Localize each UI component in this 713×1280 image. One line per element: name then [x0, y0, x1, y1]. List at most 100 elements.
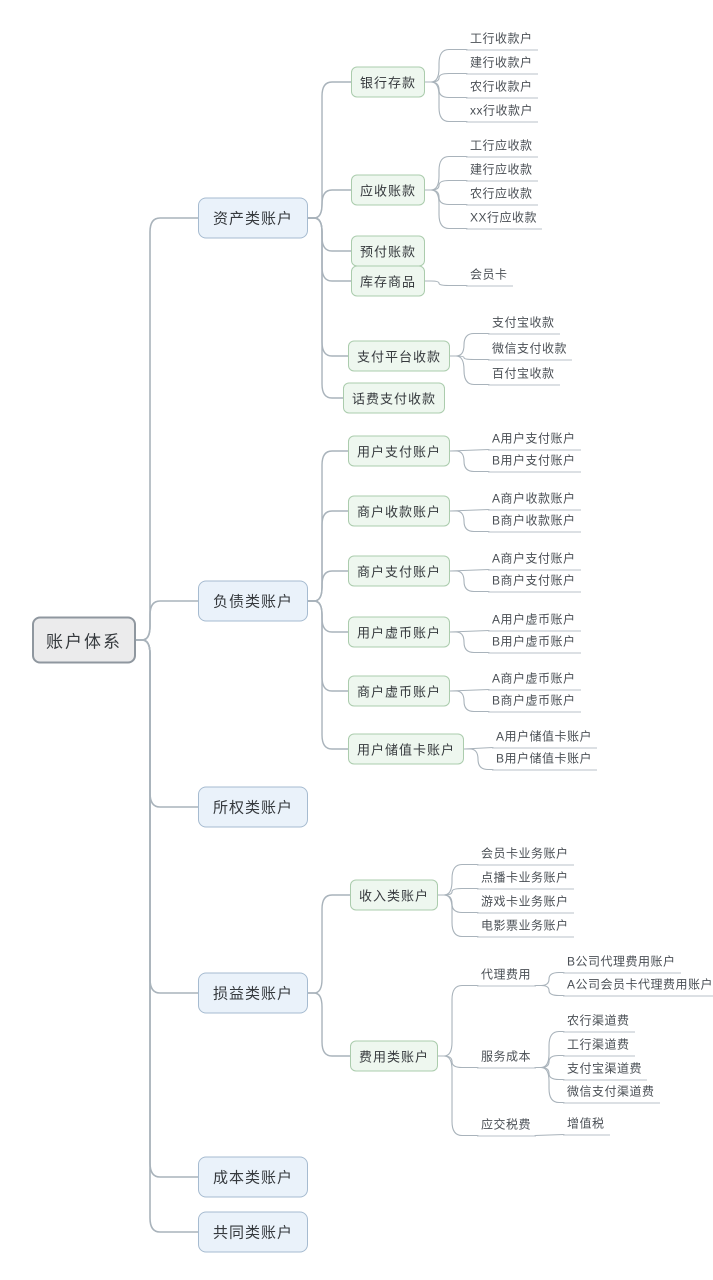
node-merchant-recv-a[interactable]: A商户收款账户 [488, 490, 581, 511]
node-user-virtual-b[interactable]: B用户虚币账户 [488, 633, 581, 654]
node-liabilities[interactable]: 负债类账户 [197, 580, 309, 622]
node-agency-fee[interactable]: 代理费用 [477, 966, 537, 987]
connector [307, 217, 349, 357]
node-user-stored[interactable]: 用户储值卡账户 [347, 733, 465, 765]
node-vat[interactable]: 增值税 [563, 1115, 610, 1136]
node-user-virtual-a[interactable]: A用户虚币账户 [488, 611, 581, 632]
node-cost[interactable]: 成本类账户 [197, 1156, 309, 1198]
node-merchant-virtual-a[interactable]: A商户虚币账户 [488, 670, 581, 691]
node-pnl[interactable]: 损益类账户 [197, 972, 309, 1014]
node-merchant-recv-b[interactable]: B商户收款账户 [488, 512, 581, 533]
node-merchant-virtual-b[interactable]: B商户虚币账户 [488, 692, 581, 713]
connector [534, 1133, 565, 1137]
node-agency-b[interactable]: B公司代理费用账户 [563, 953, 681, 974]
node-merchant-pay-a[interactable]: A商户支付账户 [488, 550, 581, 571]
node-xx-receivable[interactable]: XX行应收款 [466, 209, 543, 230]
connector [449, 510, 490, 533]
connector [135, 217, 199, 641]
node-xx-collection[interactable]: xx行收款户 [466, 102, 539, 123]
node-equity[interactable]: 所权类账户 [197, 786, 309, 828]
node-agency-a[interactable]: A公司会员卡代理费用账户 [563, 976, 713, 997]
connector [437, 894, 479, 914]
connector [135, 600, 199, 641]
node-service-cost[interactable]: 服务成本 [477, 1048, 537, 1069]
node-ccb-collection[interactable]: 建行收款户 [466, 54, 538, 75]
node-wechat-channel[interactable]: 微信支付渠道费 [563, 1083, 660, 1104]
connector [449, 332, 490, 357]
connector [534, 971, 565, 987]
connector [449, 631, 490, 654]
node-abc-collection[interactable]: 农行收款户 [466, 78, 538, 99]
connector [437, 887, 479, 896]
connector [449, 450, 490, 473]
node-merchant-recv[interactable]: 商户收款账户 [347, 495, 451, 527]
node-user-pay-b[interactable]: B用户支付账户 [488, 452, 581, 473]
node-user-stored-b[interactable]: B用户储值卡账户 [492, 750, 598, 771]
connector [307, 600, 349, 633]
node-merchant-pay[interactable]: 商户支付账户 [347, 555, 451, 587]
connector [307, 450, 349, 602]
node-user-stored-a[interactable]: A用户储值卡账户 [492, 728, 598, 749]
node-alipay-channel[interactable]: 支付宝渠道费 [563, 1060, 648, 1081]
connector [424, 155, 468, 191]
node-abc-receivable[interactable]: 农行应收款 [466, 185, 538, 206]
node-assets[interactable]: 资产类账户 [197, 197, 309, 239]
connector [449, 690, 490, 713]
connector [135, 639, 199, 1233]
connector [135, 639, 199, 808]
node-baifubao-collection[interactable]: 百付宝收款 [488, 365, 560, 386]
node-abc-channel[interactable]: 农行渠道费 [563, 1012, 635, 1033]
node-member-card[interactable]: 会员卡 [466, 266, 513, 287]
node-prepaid[interactable]: 预付账款 [350, 235, 426, 267]
node-platform-collection[interactable]: 支付平台收款 [347, 340, 451, 372]
node-member-card-biz[interactable]: 会员卡业务账户 [477, 845, 574, 866]
connector [424, 81, 468, 99]
node-bank-deposit[interactable]: 银行存款 [350, 66, 426, 98]
connector [307, 600, 349, 692]
connector [307, 600, 349, 750]
connector [424, 189, 468, 230]
node-wechat-collection[interactable]: 微信支付收款 [488, 340, 573, 361]
node-movie-ticket-biz[interactable]: 电影票业务账户 [477, 917, 574, 938]
connector [437, 894, 479, 938]
connector [534, 984, 565, 997]
node-user-pay[interactable]: 用户支付账户 [347, 435, 451, 467]
connector [534, 1066, 565, 1104]
node-inventory[interactable]: 库存商品 [350, 265, 426, 297]
node-user-virtual[interactable]: 用户虚币账户 [347, 616, 451, 648]
connector [534, 1054, 565, 1069]
connector [437, 984, 479, 1057]
node-vod-card-biz[interactable]: 点播卡业务账户 [477, 869, 574, 890]
node-user-pay-a[interactable]: A用户支付账户 [488, 430, 581, 451]
connector [437, 863, 479, 896]
connector [449, 355, 490, 386]
connector [424, 179, 468, 191]
connector [307, 894, 351, 994]
node-root[interactable]: 账户体系 [32, 616, 136, 664]
node-common[interactable]: 共同类账户 [197, 1211, 309, 1253]
node-merchant-pay-b[interactable]: B商户支付账户 [488, 572, 581, 593]
node-merchant-virtual[interactable]: 商户虚币账户 [347, 675, 451, 707]
node-icbc-channel[interactable]: 工行渠道费 [563, 1036, 635, 1057]
node-icbc-receivable[interactable]: 工行应收款 [466, 137, 538, 158]
node-phone-fee[interactable]: 话费支付收款 [342, 382, 446, 414]
connector [307, 217, 344, 399]
connector [534, 1066, 565, 1081]
connector [424, 81, 468, 123]
node-ccb-receivable[interactable]: 建行应收款 [466, 161, 538, 182]
connector [135, 639, 199, 1178]
connector [307, 81, 352, 219]
connector [449, 570, 490, 593]
node-tax[interactable]: 应交税费 [477, 1116, 537, 1137]
connector [424, 280, 468, 287]
node-game-card-biz[interactable]: 游戏卡业务账户 [477, 893, 574, 914]
node-receivables[interactable]: 应收账款 [350, 174, 426, 206]
node-alipay-collection[interactable]: 支付宝收款 [488, 314, 560, 335]
node-expense[interactable]: 费用类账户 [349, 1040, 439, 1072]
connector [307, 217, 352, 252]
node-income[interactable]: 收入类账户 [349, 879, 439, 911]
connector [307, 570, 349, 602]
connector [437, 1055, 479, 1137]
node-icbc-collection[interactable]: 工行收款户 [466, 30, 538, 51]
